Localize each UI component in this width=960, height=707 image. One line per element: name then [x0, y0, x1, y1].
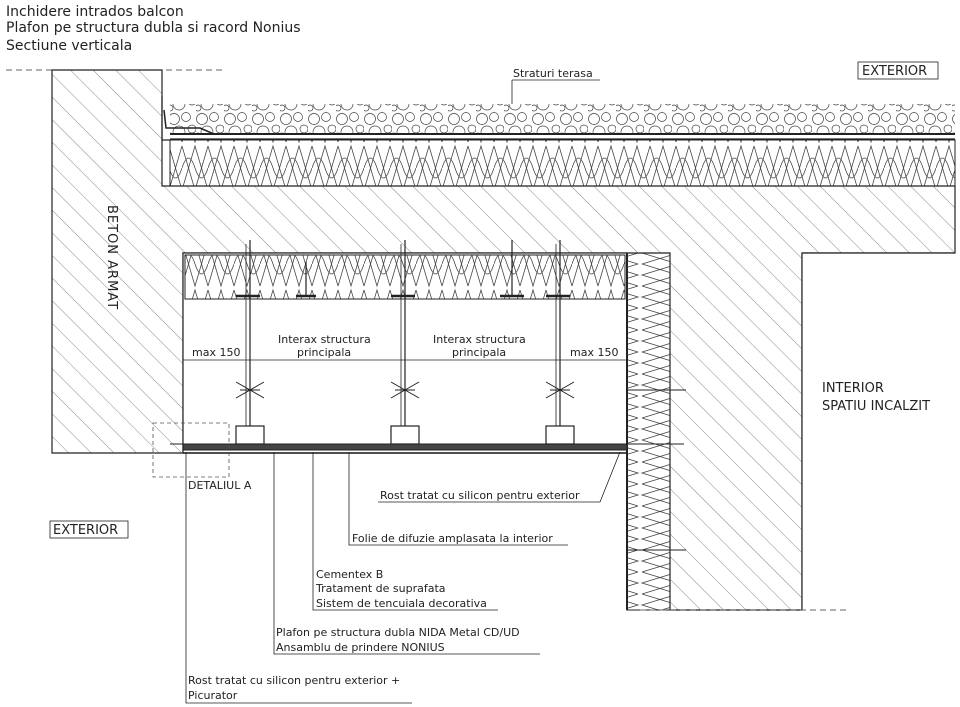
concrete-label: BETON ARMAT — [104, 205, 119, 310]
dim-interax-2-line-1: Interax structura — [433, 333, 526, 346]
wall-insulation — [626, 252, 671, 611]
ceiling-board — [170, 443, 684, 454]
detail-a-box — [152, 422, 230, 478]
interior-room — [802, 253, 955, 610]
exterior-top-label: EXTERIOR — [862, 64, 927, 79]
label-rost-exterior: Rost tratat cu silicon pentru exterior — [380, 489, 580, 502]
label-plafon-1: Plafon pe structura dubla NIDA Metal CD/… — [276, 626, 520, 639]
exterior-left-frame — [49, 520, 129, 539]
hanger-rods — [236, 240, 570, 430]
label-cementex-1: Cementex B — [316, 568, 383, 581]
label-rost-picurator-2: Picurator — [188, 689, 238, 702]
dimension-line — [182, 354, 628, 366]
dim-max-left: max 150 — [192, 346, 240, 359]
title-line-2: Plafon pe structura dubla si racord Noni… — [6, 20, 301, 36]
title-line-3: Sectiune verticala — [6, 38, 132, 54]
dim-interax-1-line-2: principala — [297, 346, 351, 359]
label-cementex-2: Tratament de suprafata — [315, 582, 446, 595]
nonius-clips — [235, 381, 575, 399]
interior-label-line-1: INTERIOR — [822, 381, 884, 396]
title-line-1: Inchidere intrados balcon — [6, 4, 184, 20]
dim-interax-1-line-1: Interax structura — [278, 333, 371, 346]
terrace-layers — [161, 96, 956, 187]
interior-label-line-2: SPATIU INCALZIT — [822, 399, 930, 414]
label-rost-picurator-1: Rost tratat cu silicon pentru exterior + — [188, 674, 400, 687]
detail-a-label: DETALIUL A — [188, 479, 252, 492]
terrace-layers-label: Straturi terasa — [513, 67, 593, 80]
label-folie: Folie de difuzie amplasata la interior — [352, 532, 553, 545]
label-cementex-3: Sistem de tencuiala decorativa — [316, 597, 487, 610]
exterior-left-label: EXTERIOR — [53, 523, 118, 538]
dim-interax-2-line-2: principala — [452, 346, 506, 359]
label-plafon-2: Ansamblu de prindere NONIUS — [276, 641, 445, 654]
exterior-top-frame — [857, 61, 939, 80]
leader-lines — [185, 451, 621, 704]
dim-max-right: max 150 — [570, 346, 618, 359]
